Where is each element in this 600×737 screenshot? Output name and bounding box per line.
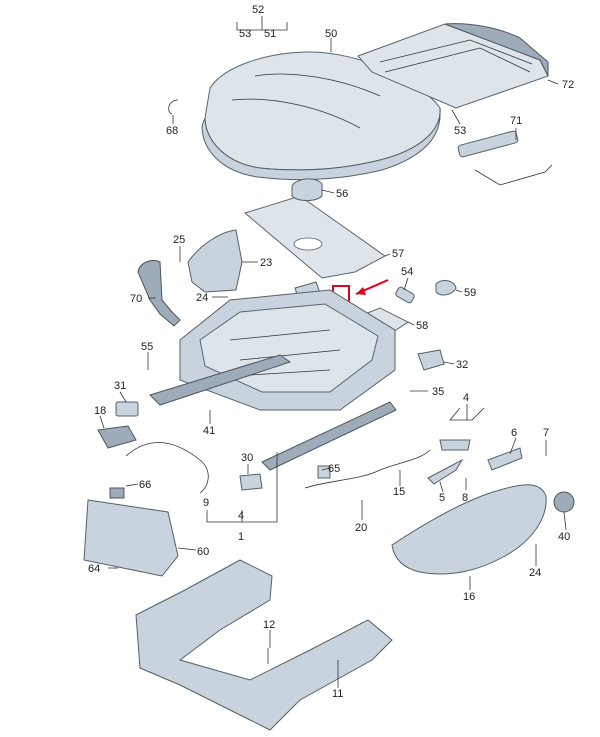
label-31: 31 — [114, 380, 126, 392]
label-50: 50 — [325, 28, 337, 40]
label-72: 72 — [562, 79, 574, 91]
label-57: 57 — [392, 248, 404, 260]
label-68: 68 — [166, 125, 178, 137]
label-40: 40 — [558, 531, 570, 543]
label-4-bottom: 4 — [238, 510, 244, 522]
seat-cushion — [201, 51, 441, 181]
label-1: 1 — [238, 531, 244, 543]
label-51: 51 — [264, 28, 276, 40]
wiring-harness-15 — [304, 449, 431, 489]
label-24-left: 24 — [196, 292, 208, 304]
wiring-harness-71 — [457, 130, 553, 186]
seat-frame — [149, 289, 397, 471]
label-58: 58 — [416, 320, 428, 332]
label-9: 9 — [203, 497, 209, 509]
small-parts — [294, 279, 457, 371]
heating-mat — [357, 23, 549, 109]
brackets-31-18 — [97, 401, 139, 449]
label-56: 56 — [336, 188, 348, 200]
label-52: 52 — [252, 4, 264, 16]
label-15: 15 — [393, 486, 405, 498]
label-23: 23 — [260, 257, 272, 269]
label-66: 66 — [139, 479, 151, 491]
label-55: 55 — [141, 341, 153, 353]
clip-30 — [239, 473, 263, 491]
label-59: 59 — [464, 287, 476, 299]
label-53-mat: 53 — [454, 125, 466, 137]
label-12: 12 — [263, 619, 275, 631]
leader-lines — [99, 16, 567, 688]
belt-buckle-70 — [137, 259, 181, 327]
label-71: 71 — [510, 115, 522, 127]
seat-cover-57 — [243, 178, 386, 279]
label-30: 30 — [241, 452, 253, 464]
base-frame-11 — [135, 559, 393, 731]
bracket-23 — [187, 229, 243, 293]
label-25: 25 — [173, 234, 185, 246]
label-4-top: 4 — [463, 392, 469, 404]
label-32: 32 — [456, 359, 468, 371]
side-trim-16 — [391, 484, 575, 575]
label-5: 5 — [439, 492, 445, 504]
label-65: 65 — [328, 463, 340, 475]
switch-housing-60 — [83, 487, 179, 577]
clip-ring-68 — [168, 99, 179, 115]
label-41: 41 — [203, 425, 215, 437]
label-20: 20 — [355, 522, 367, 534]
label-35: 35 — [432, 386, 444, 398]
label-60: 60 — [197, 546, 209, 558]
label-24-right: 24 — [529, 567, 541, 579]
cable-9 — [125, 442, 209, 494]
label-7: 7 — [543, 427, 549, 439]
label-53-top: 53 — [239, 28, 251, 40]
callout-labels: 52 53 51 50 72 68 53 71 56 57 25 23 70 2… — [88, 4, 574, 700]
label-8: 8 — [462, 492, 468, 504]
label-18: 18 — [94, 405, 106, 417]
label-70: 70 — [130, 293, 142, 305]
lever-parts — [427, 439, 523, 485]
label-6: 6 — [511, 427, 517, 439]
label-54: 54 — [401, 266, 413, 278]
label-16: 16 — [463, 591, 475, 603]
label-11: 11 — [332, 688, 343, 700]
label-64: 64 — [88, 563, 100, 575]
